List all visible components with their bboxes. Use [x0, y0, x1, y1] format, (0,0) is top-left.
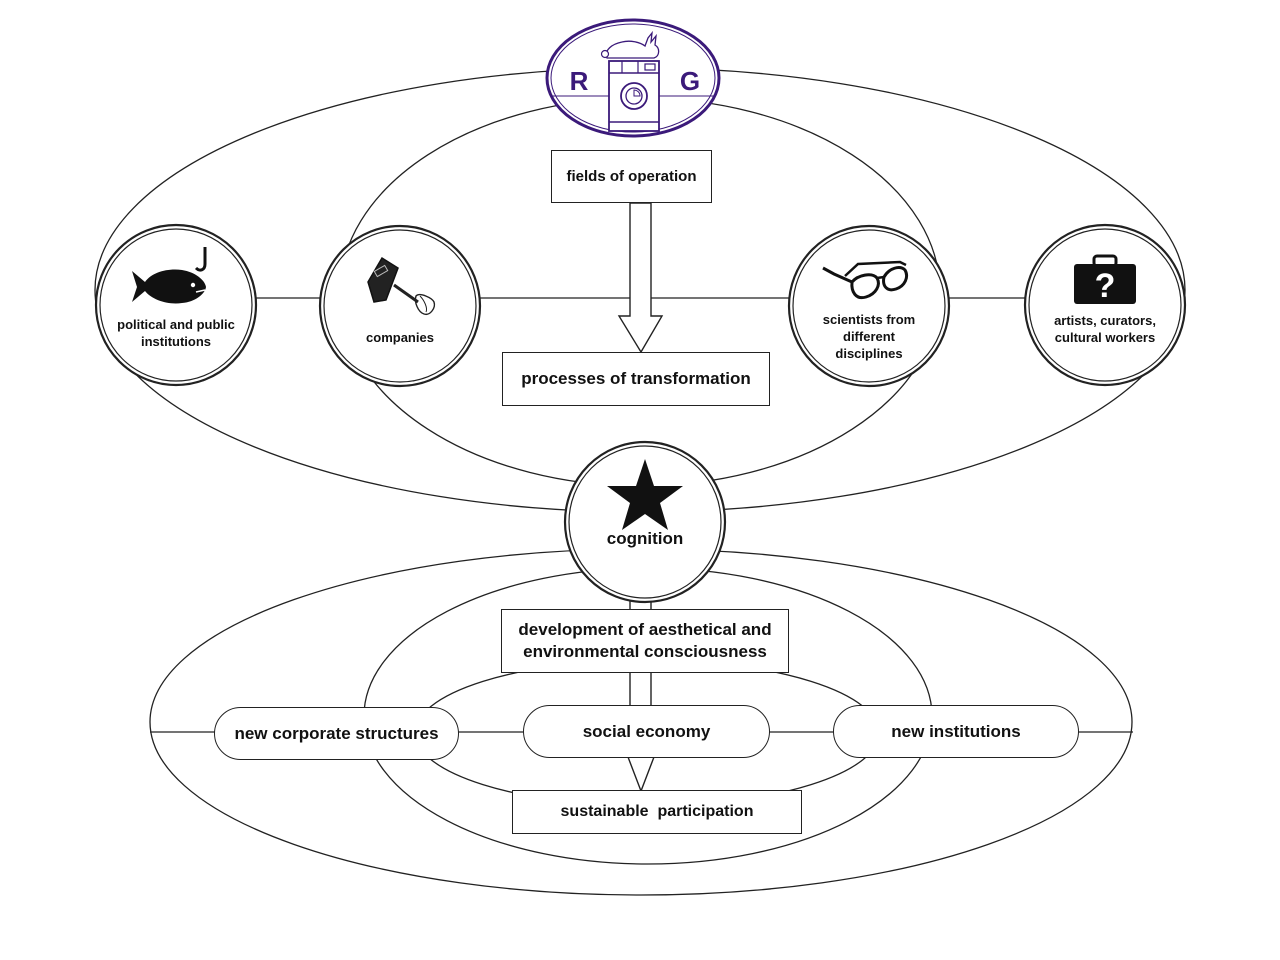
actor-label-companies: companies: [366, 330, 434, 345]
outcome-label: social economy: [582, 721, 711, 741]
logo-letter-r: R: [569, 66, 589, 96]
processes-of-transformation-label: processes of transformation: [521, 369, 751, 388]
actor-label-scientists: scientists from different disciplines: [822, 312, 916, 361]
logo-letter-g: G: [679, 66, 701, 96]
development-box[interactable]: development of aesthetical and environme…: [501, 609, 789, 673]
outcome-social-economy[interactable]: social economy: [523, 705, 770, 758]
cognition-circle: [563, 440, 727, 604]
washing-machine-icon: [608, 60, 660, 132]
rabbit-icon: [600, 30, 660, 59]
outcome-new-corporate-structures[interactable]: new corporate structures: [214, 707, 459, 760]
rg-logo: [545, 18, 721, 138]
sustainable-participation-box[interactable]: sustainable participation: [512, 790, 802, 834]
fields-of-operation-box[interactable]: fields of operation: [551, 150, 712, 203]
actor-label-artists: artists, curators, cultural workers: [1054, 313, 1156, 345]
svg-text:?: ?: [1095, 267, 1116, 305]
outcome-new-institutions[interactable]: new institutions: [833, 705, 1079, 758]
sustainable-participation-label: sustainable participation: [560, 803, 754, 820]
star-icon: [607, 459, 683, 530]
actor-circle-companies: [318, 224, 482, 388]
actor-circle-political: [94, 223, 258, 387]
briefcase-question-icon: ?: [1074, 254, 1136, 305]
down-arrow-top: [617, 202, 664, 354]
cognition-label: cognition: [606, 529, 684, 548]
glasses-icon: [822, 260, 909, 300]
hand-mixer-icon: [367, 256, 436, 315]
actor-circle-artists: [1023, 223, 1187, 387]
development-label-line2: environmental consciousness: [523, 642, 767, 661]
outcome-label: new corporate structures: [234, 723, 439, 743]
fish-hook-icon: [132, 247, 207, 304]
development-label-line1: development of aesthetical and: [518, 620, 772, 639]
down-arrow-bottom: [626, 756, 656, 793]
actor-circle-scientists: [787, 224, 951, 388]
actor-label-political: political and public institutions: [117, 317, 235, 349]
fields-of-operation-label: fields of operation: [566, 168, 697, 185]
processes-of-transformation-box[interactable]: processes of transformation: [502, 352, 770, 406]
outcome-label: new institutions: [891, 721, 1021, 741]
